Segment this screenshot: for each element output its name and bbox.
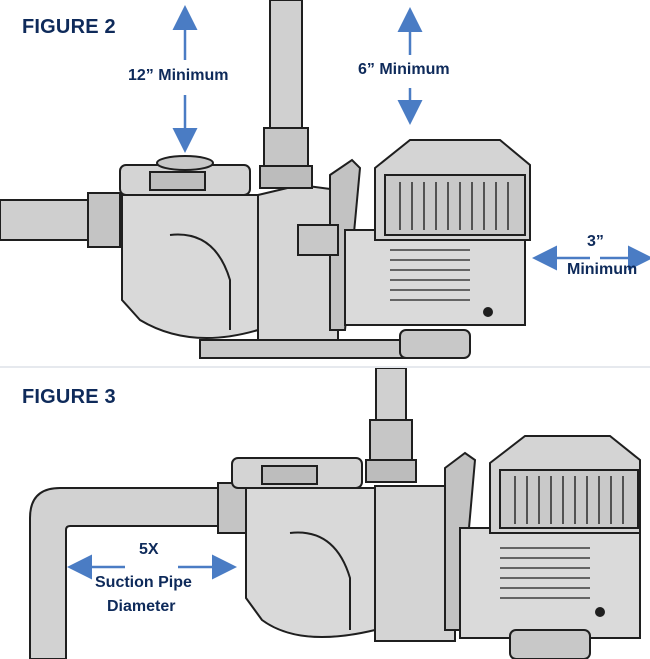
figure-2-panel: FIGURE 2 12” Minimum 6” Minimum 3” Minim…	[0, 0, 650, 359]
pool-pump-icon	[29, 368, 641, 659]
figure-2-pump-illustration	[0, 0, 650, 359]
straight-run-line1-label: Suction Pipe	[95, 574, 192, 591]
figure-3-pump-illustration	[29, 368, 641, 659]
figure-2-title: FIGURE 2	[22, 16, 116, 38]
straight-run-line2-label: Diameter	[107, 598, 176, 615]
dimension-arrow-icon	[172, 5, 650, 271]
figure-3-panel: FIGURE 3 5X Suction Pipe Diameter	[0, 368, 650, 659]
straight-run-multiplier-label: 5X	[139, 541, 159, 558]
motor-top-clearance-label: 6” Minimum	[358, 61, 450, 78]
figure-divider	[0, 366, 650, 369]
rear-clearance-word-label: Minimum	[567, 261, 638, 278]
rear-clearance-value-label: 3”	[587, 233, 604, 250]
figure-3-title: FIGURE 3	[22, 386, 116, 408]
pool-pump-icon	[0, 0, 531, 359]
top-clearance-label: 12” Minimum	[128, 67, 229, 84]
